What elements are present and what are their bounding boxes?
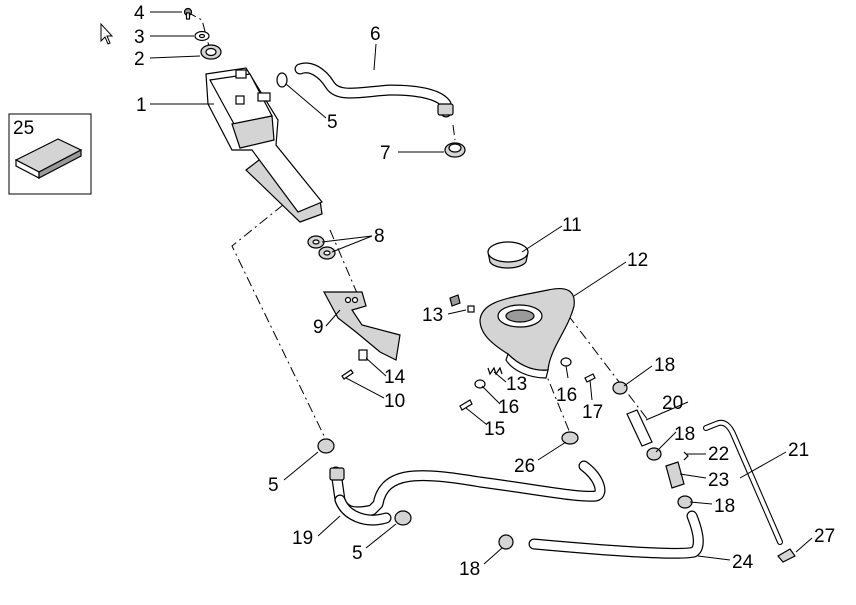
callout-14: 14	[384, 367, 406, 388]
callout-27: 27	[814, 526, 835, 547]
callout-19: 19	[292, 528, 313, 549]
callout-20: 20	[662, 393, 683, 414]
part-13-nut-upper	[449, 294, 475, 313]
callout-17: 17	[582, 402, 603, 423]
part-2-grommet	[200, 44, 222, 60]
callout-3: 3	[134, 27, 145, 48]
part-21-hose	[703, 419, 783, 545]
part-10-bolt	[341, 369, 354, 380]
callout-2: 2	[134, 49, 145, 70]
part-22-spring	[683, 451, 689, 461]
part-18-clamp-top	[612, 381, 628, 395]
part-12-tank	[479, 287, 575, 379]
callout-23: 23	[708, 470, 729, 491]
callout-24: 24	[732, 552, 754, 573]
callout-1: 1	[136, 95, 147, 116]
callout-5-top: 5	[327, 112, 338, 133]
part-8-grommets	[307, 235, 336, 260]
part-20-tube	[626, 409, 653, 447]
callout-4: 4	[134, 3, 145, 24]
callout-12: 12	[627, 250, 648, 271]
part-5-upper-clamp	[276, 72, 288, 88]
callout-26: 26	[514, 456, 535, 477]
callout-18-left: 18	[459, 559, 480, 580]
callout-10: 10	[384, 391, 405, 412]
part-5-clamp-mid	[317, 438, 335, 454]
part-27-cap	[777, 548, 796, 563]
part-3-washer	[194, 30, 210, 42]
part-15-bolt	[459, 399, 473, 411]
part-11-cap	[487, 241, 529, 269]
part-19-lower-hose	[329, 460, 606, 526]
callout-9: 9	[313, 317, 324, 338]
callout-25: 25	[13, 118, 34, 139]
callout-13-bottom: 13	[506, 374, 527, 395]
part-18-clamp-low	[677, 495, 693, 509]
part-26-clamp	[561, 431, 579, 445]
part-7-clamp	[444, 142, 466, 158]
part-5-clamp-low	[394, 510, 412, 526]
part-1-reservoir	[205, 67, 323, 223]
part-23-fitting	[665, 461, 685, 489]
callout-21: 21	[788, 440, 809, 461]
callout-18-low: 18	[714, 496, 735, 517]
callout-6: 6	[370, 24, 381, 45]
callout-18-mid: 18	[674, 424, 695, 445]
part-18-clamp-left	[498, 534, 514, 550]
callout-5-mid: 5	[268, 475, 279, 496]
callout-8: 8	[374, 226, 385, 247]
part-13-spring	[487, 366, 503, 376]
callout-16-right: 16	[556, 385, 577, 406]
callout-15: 15	[484, 419, 505, 440]
part-6-upper-hose	[294, 62, 454, 118]
part-9-bracket	[322, 291, 401, 361]
callout-labels: 4 3 2 1 25 6 5 7 8 9 14 10 11 12 13 13 1…	[13, 3, 835, 580]
part-16-washer-right	[560, 357, 572, 367]
part-24-hose	[528, 510, 704, 559]
callout-7: 7	[380, 143, 391, 164]
part-25-kit	[8, 113, 92, 195]
callout-22: 22	[708, 444, 729, 465]
leader-lines	[149, 11, 813, 565]
part-4-screw	[183, 7, 193, 20]
mouse-pointer-icon	[100, 22, 114, 45]
callout-11: 11	[562, 215, 582, 236]
callout-13-top: 13	[422, 305, 443, 326]
callout-5-bottom: 5	[352, 543, 363, 564]
part-14-spacer	[358, 349, 368, 361]
part-17-bolt	[584, 373, 596, 383]
callout-16-left: 16	[498, 397, 519, 418]
callout-18-top: 18	[654, 355, 675, 376]
